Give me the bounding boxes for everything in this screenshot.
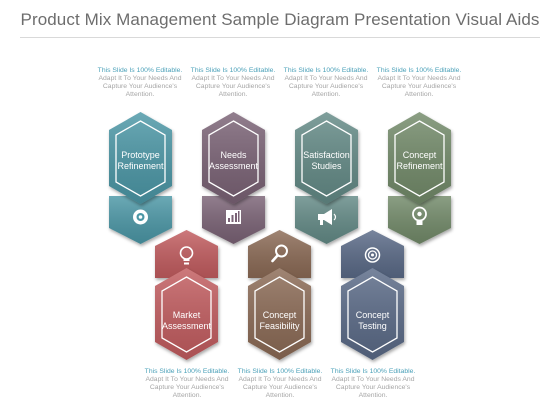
item-label-line2: Refinement (396, 161, 443, 171)
item-label-line1: Needs (220, 150, 247, 160)
diagram-item-concept-testing: Concept Testing (341, 230, 404, 360)
caption-note: This Slide Is 100% Editable. Adapt It To… (190, 67, 276, 98)
gear-icon (133, 209, 148, 225)
item-label-line1: Concept (263, 310, 297, 320)
item-label-line1: Concept (356, 310, 390, 320)
item-label-line1: Concept (403, 150, 437, 160)
magnifier-icon (271, 244, 288, 263)
diagram-item-prototype-refinement: Prototype Refinement (109, 112, 172, 244)
item-label-line2: Testing (358, 321, 387, 331)
diagram-item-market-assessment: Market Assessment (155, 230, 218, 360)
diagram-item-needs-assessment: Needs Assessment (202, 112, 265, 244)
item-label-line2: Studies (311, 161, 342, 171)
item-label-line1: Satisfaction (303, 150, 350, 160)
item-label-line1: Market (173, 310, 201, 320)
lightbulb-icon (179, 246, 194, 265)
lightbulb-gear-icon (412, 206, 427, 225)
item-label-line1: Prototype (121, 150, 160, 160)
caption-note: This Slide Is 100% Editable. Adapt It To… (376, 67, 462, 98)
item-label-line2: Assessment (162, 321, 212, 331)
caption-note: This Slide Is 100% Editable. Adapt It To… (144, 368, 230, 399)
bar-chart-icon (226, 210, 241, 224)
diagram-item-satisfaction-studies: Satisfaction Studies (295, 112, 358, 244)
caption-note: This Slide Is 100% Editable. Adapt It To… (283, 67, 369, 98)
caption-note: This Slide Is 100% Editable. Adapt It To… (97, 67, 183, 98)
caption-note: This Slide Is 100% Editable. Adapt It To… (237, 368, 323, 399)
item-label-line2: Assessment (209, 161, 259, 171)
title-divider (20, 37, 540, 38)
diagram-item-concept-refinement: Concept Refinement (388, 112, 451, 244)
target-icon (364, 247, 381, 263)
megaphone-icon (318, 209, 337, 225)
slide-title: Product Mix Management Sample Diagram Pr… (20, 10, 540, 29)
diagram-item-concept-feasibility: Concept Feasibility (248, 230, 311, 360)
item-label-line2: Feasibility (259, 321, 300, 331)
item-label-line2: Refinement (117, 161, 164, 171)
caption-note: This Slide Is 100% Editable. Adapt It To… (330, 368, 416, 399)
